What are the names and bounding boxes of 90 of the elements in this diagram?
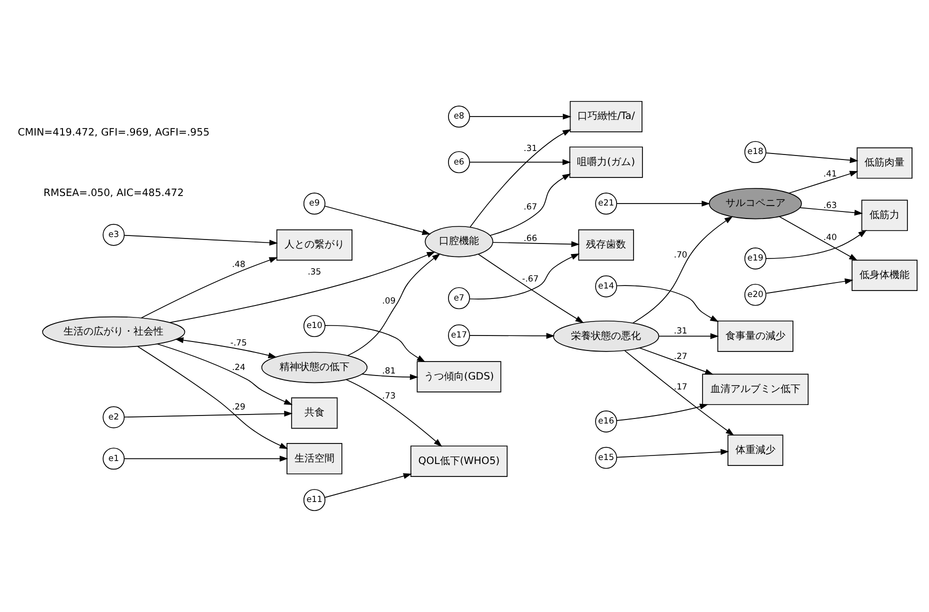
- arrow: [492, 241, 580, 248]
- node-box: 低身体機能: [852, 260, 918, 291]
- node-circle: e9: [303, 192, 326, 215]
- arrow: [124, 410, 293, 418]
- edge-label: .24: [232, 362, 246, 372]
- arrow: [140, 257, 278, 318]
- node-circle: e14: [595, 275, 618, 298]
- node-circle: e15: [595, 446, 618, 469]
- node-ellipse: 栄養状態の悪化: [553, 320, 660, 352]
- node-circle: e6: [448, 151, 470, 174]
- edge-label: -.67: [522, 273, 539, 284]
- arrow: [779, 216, 858, 261]
- node-box: 生活空間: [286, 443, 342, 474]
- node-circle: e7: [448, 287, 470, 310]
- edge-label: .27: [674, 351, 688, 362]
- node-box: QOL低下(WHO5): [410, 446, 508, 477]
- arrow: [137, 346, 288, 449]
- arrow: [624, 350, 734, 436]
- node-circle: e1: [102, 448, 125, 470]
- edge-label: .35: [308, 266, 322, 277]
- arrow: [175, 337, 277, 358]
- arrow: [469, 114, 572, 120]
- edge-label: .70: [674, 250, 688, 260]
- arrow: [469, 332, 555, 339]
- node-circle: e20: [744, 284, 766, 306]
- arrow: [362, 374, 418, 380]
- node-circle: e3: [102, 224, 125, 246]
- arrow: [469, 253, 580, 300]
- arrow: [616, 449, 730, 458]
- arrow: [124, 456, 288, 462]
- edge-label: .29: [232, 402, 246, 412]
- arrow: [800, 207, 863, 216]
- node-circle: e16: [595, 410, 618, 432]
- edge-label: .09: [382, 295, 396, 306]
- node-box: 血清アルブミン低下: [702, 374, 809, 406]
- edge-label: .48: [232, 258, 246, 269]
- node-ellipse: サルコペニア: [708, 188, 802, 220]
- arrow: [324, 206, 431, 235]
- node-circle: e11: [303, 489, 326, 512]
- arrow: [346, 379, 442, 447]
- arrow: [788, 170, 858, 194]
- edge-label: .41: [823, 168, 837, 179]
- node-box: 食事量の減少: [717, 320, 794, 352]
- node-circle: e10: [303, 315, 326, 338]
- node-circle: e19: [744, 248, 766, 270]
- node-circle: e18: [744, 141, 766, 164]
- node-box: 体重減少: [727, 434, 784, 466]
- node-box: 残存歯数: [578, 229, 634, 261]
- node-circle: e2: [102, 406, 125, 428]
- arrow: [616, 285, 719, 322]
- node-box: 口巧緻性/Ta/: [570, 100, 642, 132]
- arrow: [347, 253, 441, 356]
- edge-label: .40: [823, 232, 837, 242]
- node-box: 共食: [291, 397, 338, 429]
- edge-label: .81: [382, 365, 396, 376]
- arrow: [169, 252, 436, 323]
- node-box: 低筋力: [861, 200, 908, 232]
- edge-label: .67: [524, 201, 538, 212]
- node-box: 咀嚼力(ガム): [569, 146, 643, 178]
- arrow: [632, 216, 733, 324]
- label: RMSEA=.050, AIC=485.472: [44, 188, 184, 200]
- arrow: [490, 174, 571, 236]
- arrow: [469, 159, 571, 166]
- node-box: 低筋肉量: [856, 147, 912, 179]
- arrow: [470, 129, 572, 228]
- arrow: [324, 473, 412, 498]
- arrow: [324, 325, 426, 362]
- edge-label: .31: [524, 143, 538, 154]
- label: CMIN=419.472, GFI=.969, AGFI=.955: [18, 127, 210, 138]
- node-box: うつ傾向(GDS): [416, 361, 502, 392]
- arrow: [658, 333, 719, 340]
- arrow: [766, 278, 854, 294]
- arrow: [616, 404, 708, 421]
- node-circle: e8: [448, 106, 470, 128]
- arrow: [478, 254, 584, 324]
- arrow: [639, 348, 714, 375]
- arrow: [124, 234, 278, 246]
- node-circle: e21: [595, 192, 618, 215]
- edge-label: .17: [674, 381, 688, 392]
- node-box: 人との繋がり: [276, 229, 352, 261]
- edge-label: .66: [524, 232, 538, 243]
- arrow: [616, 200, 710, 207]
- arrow: [157, 344, 293, 406]
- edge-label: .73: [382, 390, 396, 401]
- edge-label: .31: [674, 326, 688, 336]
- arrow: [766, 230, 867, 260]
- arrow: [766, 152, 858, 164]
- edge-label: .63: [823, 200, 837, 210]
- node-circle: e17: [448, 324, 470, 346]
- edge-label: -.75: [230, 337, 247, 348]
